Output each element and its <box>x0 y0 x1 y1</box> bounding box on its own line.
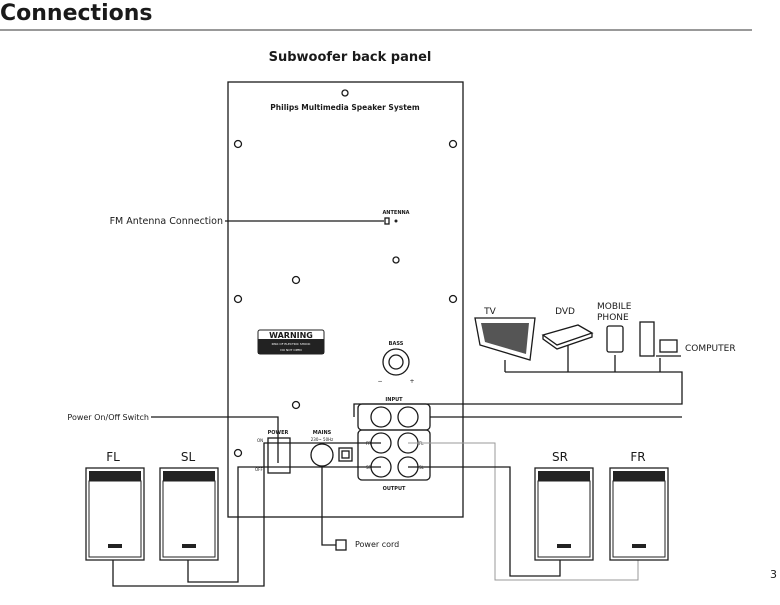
computer-icon <box>639 321 681 357</box>
panel-title: Philips Multimedia Speaker System <box>270 103 420 112</box>
speaker-label-fl: FL <box>106 450 120 464</box>
power-cord-callout: Power cord <box>355 540 399 549</box>
svg-text:OFF: OFF <box>255 467 263 472</box>
page-number: 3 <box>770 568 777 581</box>
svg-text:230~ 50Hz: 230~ 50Hz <box>311 437 333 442</box>
page-title: Connections <box>0 1 152 26</box>
speaker-fr <box>609 467 669 561</box>
input-label: INPUT <box>385 397 403 403</box>
speaker-label-sl: SL <box>181 450 196 464</box>
speaker-label-sr: SR <box>552 450 568 464</box>
power-switch[interactable] <box>267 437 291 474</box>
mains-socket[interactable] <box>310 443 334 467</box>
svg-text:MAINS: MAINS <box>313 430 332 436</box>
svg-text:PHONE: PHONE <box>597 313 629 323</box>
svg-text:−: − <box>377 378 382 385</box>
svg-text:DO NOT OPEN: DO NOT OPEN <box>280 348 301 352</box>
bass-label: BASS <box>389 341 404 347</box>
svg-text:ON: ON <box>257 438 263 443</box>
svg-text:DVD: DVD <box>555 307 575 317</box>
warning-label: WARNING RISK OF ELECTRIC SHOCK DO NOT OP… <box>257 329 325 355</box>
svg-text:WARNING: WARNING <box>269 331 313 340</box>
fm-antenna-callout: FM Antenna Connection <box>110 216 223 227</box>
power-plug-icon <box>335 539 347 551</box>
input-jacks <box>357 403 431 431</box>
antenna-socket[interactable] <box>384 217 390 225</box>
svg-text:COMPUTER: COMPUTER <box>685 344 736 354</box>
speaker-sl <box>159 467 219 561</box>
antenna-label: ANTENNA <box>382 210 409 216</box>
speaker-label-fr: FR <box>630 450 645 464</box>
mobile-phone-icon <box>606 325 624 353</box>
diagram-heading: Subwoofer back panel <box>269 50 432 65</box>
input-jack-right[interactable] <box>397 406 419 428</box>
input-jack-left[interactable] <box>370 406 392 428</box>
speaker-fl <box>85 467 145 561</box>
speaker-sr <box>534 467 594 561</box>
power-switch-callout: Power On/Off Switch <box>67 413 149 422</box>
output-label: OUTPUT <box>383 486 406 492</box>
svg-text:TV: TV <box>483 307 496 317</box>
svg-text:+: + <box>409 378 414 385</box>
svg-text:MOBILE: MOBILE <box>597 302 632 312</box>
dvd-icon <box>541 324 594 350</box>
svg-text:RISK OF ELECTRIC SHOCK: RISK OF ELECTRIC SHOCK <box>272 342 312 346</box>
tv-icon <box>474 317 536 361</box>
output-jacks <box>357 429 431 481</box>
bass-knob[interactable] <box>382 348 410 376</box>
subwoofer-panel: Philips Multimedia Speaker System ANTENN… <box>227 81 464 518</box>
